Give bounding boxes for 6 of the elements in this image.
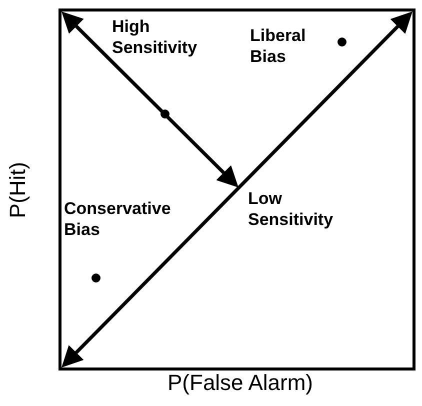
axis-label: P(Hit) [5, 162, 32, 218]
region-label: High Sensitivity [112, 16, 198, 58]
axis-label: P(False Alarm) [168, 370, 313, 396]
region-label: Liberal Bias [250, 25, 307, 67]
region-label: Low Sensitivity [248, 188, 334, 230]
region-label: Conservative Bias [64, 198, 172, 240]
